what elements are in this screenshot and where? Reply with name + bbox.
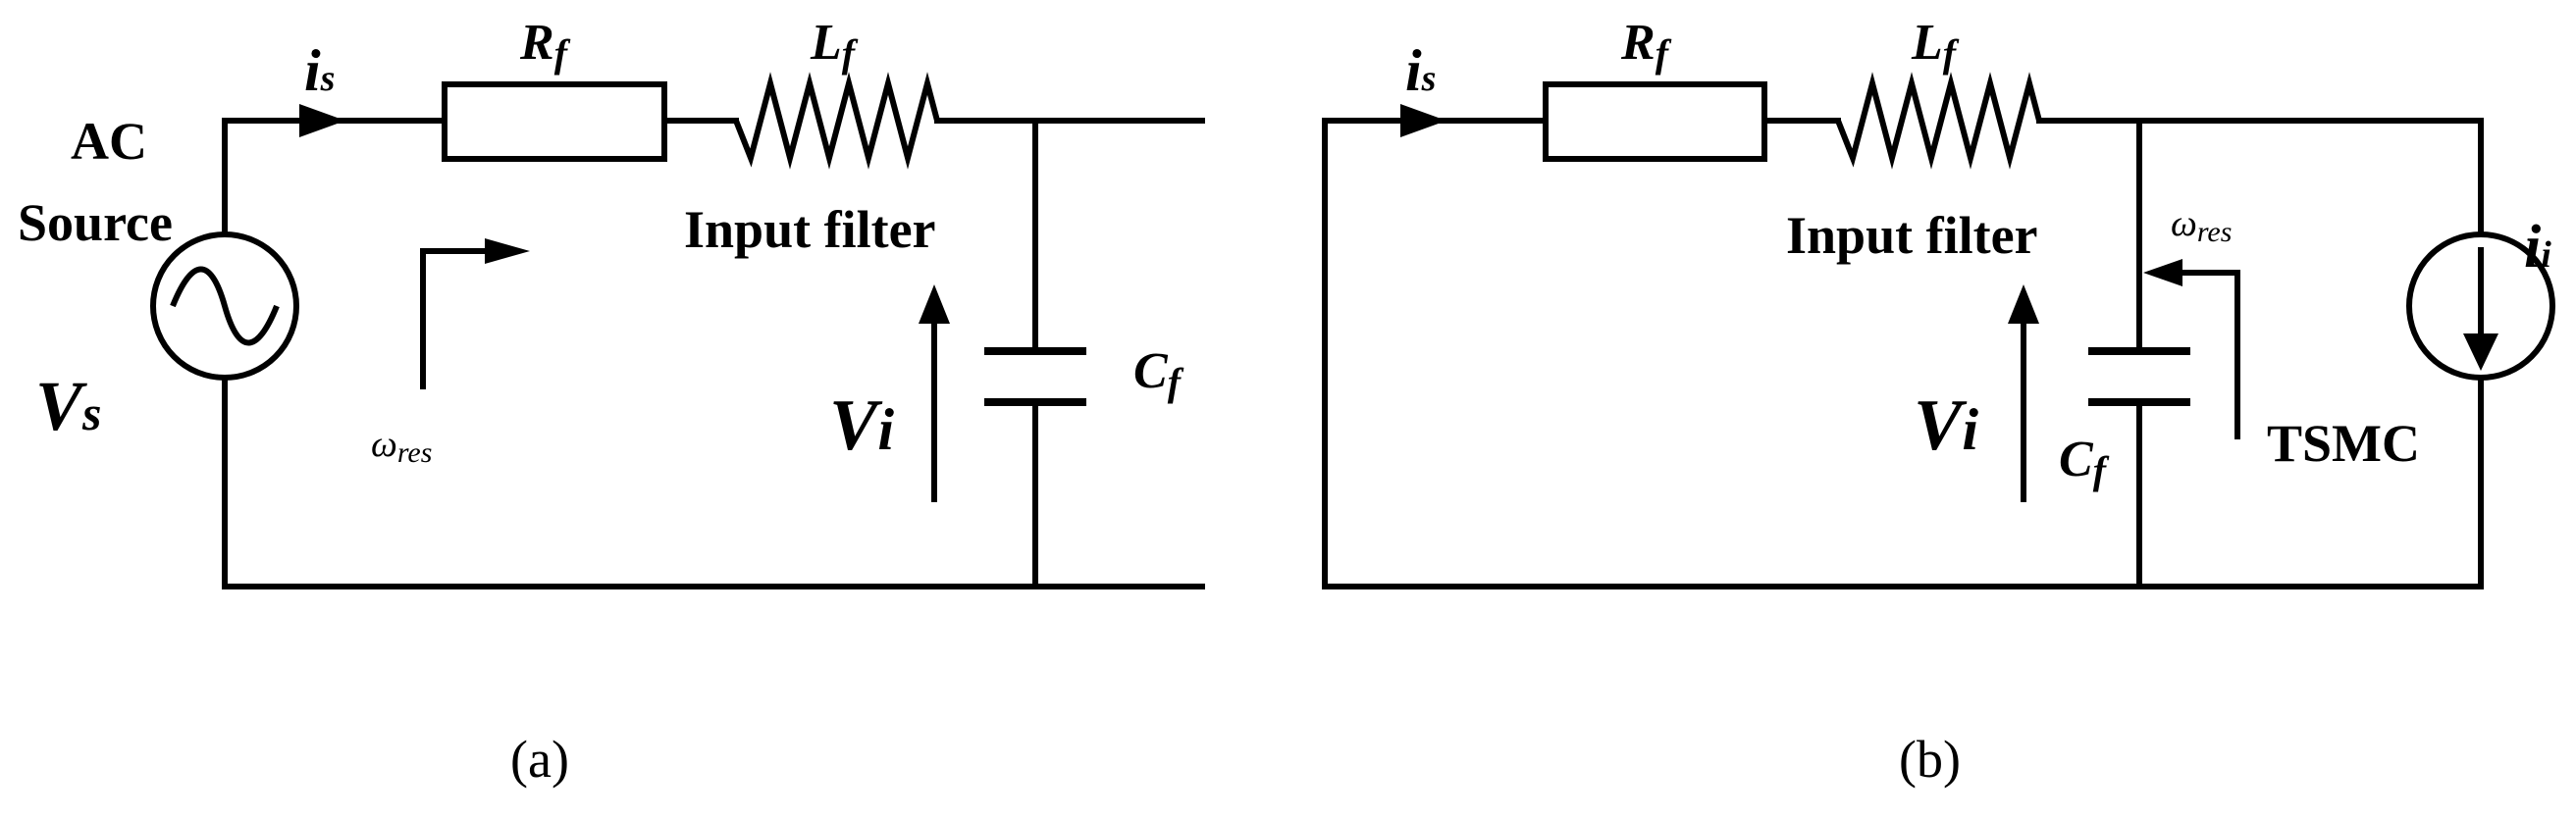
panel-a-vs-label: Vs: [35, 367, 102, 445]
panel-a-resistor-rf: [442, 81, 667, 162]
panel-b-is-arrow: [1400, 104, 1446, 137]
panel-b-vi-label: Vi: [1914, 385, 1978, 466]
panel-a-ac-source: [150, 231, 299, 381]
panel-a: AC Source Vs is Rf Lf Input filter Vi Cf…: [18, 15, 1205, 789]
panel-b-caption: (b): [1899, 730, 1961, 789]
panel-a-ac-label: AC: [71, 112, 147, 171]
panel-a-vi-arrow: [919, 284, 950, 502]
panel-a-capacitor-cf: [984, 347, 1086, 406]
panel-b-resistor-rf: [1543, 81, 1767, 162]
panel-b-is-label: is: [1405, 38, 1436, 103]
panel-a-wires: [222, 118, 1205, 589]
panel-b-current-source: [2406, 231, 2555, 381]
panel-b-vi-arrow: [2008, 284, 2039, 502]
panel-a-lf-label: Lf: [810, 15, 859, 76]
panel-a-source-label: Source: [18, 193, 173, 252]
panel-a-cf-label: Cf: [1133, 343, 1184, 404]
panel-a-vi-label: Vi: [829, 385, 894, 466]
panel-a-rf-label: Rf: [519, 15, 571, 76]
panel-b-cf-label: Cf: [2059, 432, 2110, 492]
panel-a-filter-label: Input filter: [684, 200, 936, 259]
panel-b-filter-label: Input filter: [1786, 206, 2038, 265]
panel-b-tsmc-label: TSMC: [2267, 414, 2420, 473]
panel-b-lf-label: Lf: [1911, 15, 1960, 76]
panel-b-capacitor-cf: [2088, 347, 2190, 406]
panel-b: is Rf Lf Input filter Vi Cf ωres ii TSMC…: [1322, 15, 2555, 789]
panel-a-omega-arrow: [420, 238, 530, 389]
panel-b-omega-label: ωres: [2171, 203, 2232, 248]
panel-a-caption: (a): [510, 730, 569, 789]
panel-a-inductor-lf: [733, 72, 940, 170]
panel-a-is-label: is: [304, 38, 335, 103]
panel-b-rf-label: Rf: [1620, 15, 1672, 76]
panel-b-wires: [1322, 118, 2484, 589]
panel-b-inductor-lf: [1835, 72, 2042, 170]
panel-a-omega-label: ωres: [371, 424, 432, 469]
panel-b-omega-arrow: [2143, 259, 2240, 439]
panel-b-ii-label: ii: [2524, 214, 2551, 281]
panel-a-is-arrow: [299, 104, 345, 137]
